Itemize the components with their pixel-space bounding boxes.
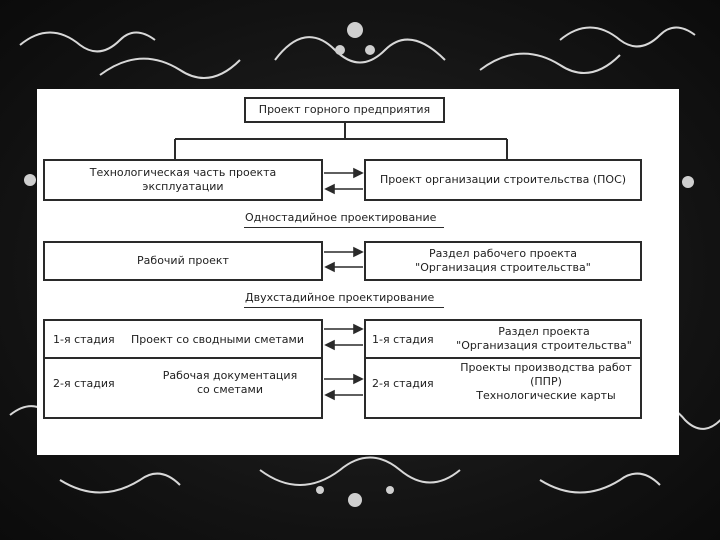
diagram-slide: Проект горного предприятия Технологическ… [37,89,679,455]
stage1-label: 1-я стадия [53,333,115,346]
stage2-docs-right: Проекты производства работ (ППР) Техноло… [452,361,640,403]
two-stage-heading: Двухстадийное проектирование [245,291,435,304]
stage1-right-label: 1-я стадия [372,333,434,346]
pos-project-label: Проект организации строительства (ПОС) [379,173,627,186]
top-project-label: Проект горного предприятия [258,103,431,116]
stage2-right-line2: (ППР) [530,375,562,388]
top-project-box: Проект горного предприятия [244,97,445,123]
tech-part-box: Технологическая часть проекта эксплуатац… [43,159,323,201]
stage1-project: Проект со сводными сметами [131,333,304,346]
work-section-line1: Раздел рабочего проекта [428,247,578,260]
connector-lines [174,121,508,401]
right-stage-divider [366,357,640,359]
work-section-line2: "Организация строительства" [415,261,591,274]
stage2-docs-line2: со сметами [197,383,263,396]
left-stages-box: 1-я стадия Проект со сводными сметами 2-… [43,319,323,419]
right-stages-box: 1-я стадия Раздел проекта "Организация с… [364,319,642,419]
stage1-section-line2: "Организация строительства" [456,339,632,352]
stage2-docs-line1: Рабочая документация [162,369,298,382]
stage2-right-line3: Технологические карты [476,389,616,402]
stage1-section-line1: Раздел проекта [498,325,590,338]
stage1-section: Раздел проекта "Организация строительств… [454,325,634,353]
working-project-box: Рабочий проект [43,241,323,281]
two-stage-underline [244,307,444,308]
single-stage-heading: Одностадийное проектирование [245,211,437,224]
stage2-docs: Рабочая документация со сметами [145,369,315,397]
tech-part-line1: Технологическая часть проекта [89,166,277,179]
stage2-right-label: 2-я стадия [372,377,434,390]
stage2-right-line1: Проекты производства работ [460,361,632,374]
tech-part-line2: эксплуатации [142,180,224,193]
working-project-label: Рабочий проект [137,254,229,267]
single-stage-underline [244,227,444,228]
pos-project-box: Проект организации строительства (ПОС) [364,159,642,201]
stage2-label: 2-я стадия [53,377,115,390]
work-section-box: Раздел рабочего проекта "Организация стр… [364,241,642,281]
left-stage-divider [45,357,321,359]
